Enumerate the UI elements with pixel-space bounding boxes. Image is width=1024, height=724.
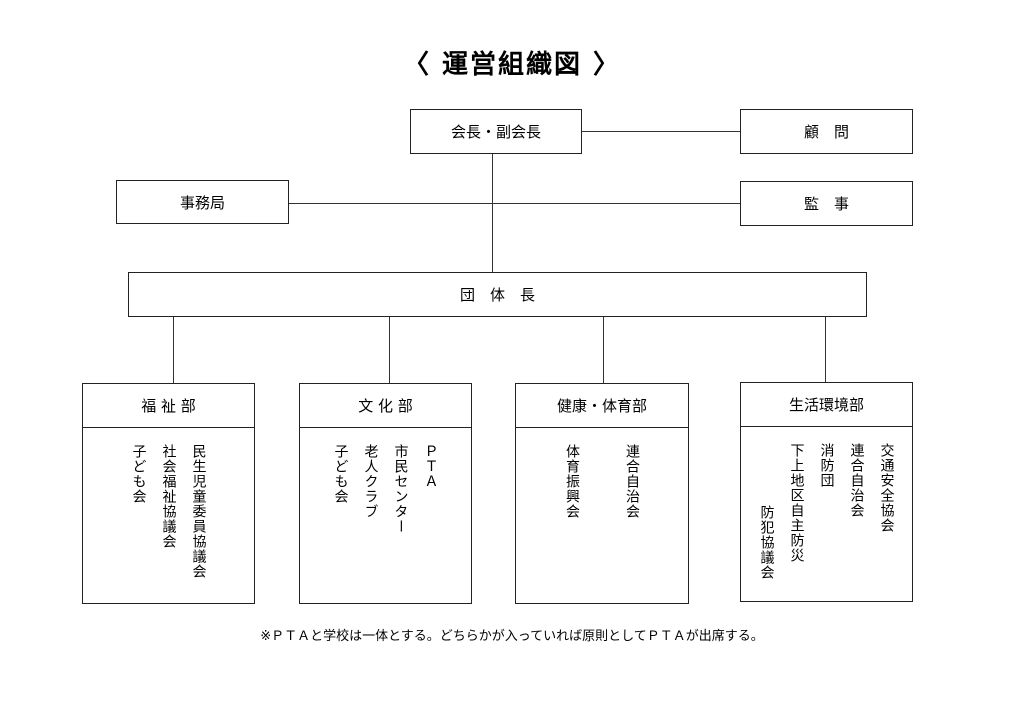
dept-culture: 文 化 部 ＰＴＡ 市民センター 老人クラブ 子ども会 bbox=[299, 383, 472, 604]
secretariat-label: 事務局 bbox=[179, 193, 225, 212]
dept-health-sports-members: 連合自治会 体育振興会 bbox=[516, 428, 688, 519]
member: 体育振興会 bbox=[564, 444, 580, 519]
connector-president-grouphead bbox=[492, 154, 493, 272]
group-head-box: 団 体 長 bbox=[128, 272, 867, 317]
dept-living-environment: 生活環境部 交通安全協会 連合自治会 消防団 下上地区自主防災 防犯協議会 bbox=[740, 382, 913, 602]
page-title: 〈 運営組織図 〉 bbox=[402, 50, 622, 80]
dept-health-sports: 健康・体育部 連合自治会 体育振興会 bbox=[515, 383, 689, 604]
secretariat-box: 事務局 bbox=[116, 180, 289, 224]
connector-welfare bbox=[173, 317, 174, 383]
member: 老人クラブ bbox=[362, 444, 379, 519]
member: 市民センター bbox=[392, 444, 409, 534]
member: 子ども会 bbox=[332, 444, 349, 504]
member: 連合自治会 bbox=[848, 443, 865, 518]
member: 消防団 bbox=[818, 443, 835, 488]
dept-welfare-members: 民生児童委員協議会 社会福祉協議会 子ども会 bbox=[83, 428, 254, 579]
connector-president-advisor bbox=[582, 131, 740, 132]
group-head-label: 団 体 長 bbox=[459, 286, 535, 304]
member: 社会福祉協議会 bbox=[160, 444, 177, 549]
member: 下上地区自主防災 bbox=[788, 443, 805, 563]
connector-living bbox=[825, 317, 826, 382]
member: 交通安全協会 bbox=[878, 443, 895, 533]
dept-culture-members: ＰＴＡ 市民センター 老人クラブ 子ども会 bbox=[300, 428, 471, 534]
president-box: 会長・副会長 bbox=[410, 109, 582, 154]
advisor-label: 顧 問 bbox=[803, 123, 849, 141]
member: 子ども会 bbox=[130, 444, 147, 504]
connector-secretariat-auditor bbox=[289, 203, 740, 204]
dept-living-environment-title: 生活環境部 bbox=[741, 383, 912, 427]
dept-welfare: 福 祉 部 民生児童委員協議会 社会福祉協議会 子ども会 bbox=[82, 383, 255, 604]
auditor-box: 監 事 bbox=[740, 181, 913, 226]
president-label: 会長・副会長 bbox=[450, 123, 541, 141]
advisor-box: 顧 問 bbox=[740, 109, 913, 154]
member: 民生児童委員協議会 bbox=[190, 444, 207, 579]
dept-living-environment-members: 交通安全協会 連合自治会 消防団 下上地区自主防災 防犯協議会 bbox=[741, 427, 912, 580]
member: 連合自治会 bbox=[624, 444, 640, 519]
dept-health-sports-title: 健康・体育部 bbox=[516, 384, 688, 428]
footnote: ※ＰＴＡと学校は一体とする。どちらかが入っていれば原則としてＰＴＡが出席する。 bbox=[260, 629, 764, 644]
member: ＰＴＡ bbox=[422, 444, 439, 489]
connector-health bbox=[603, 317, 604, 383]
dept-culture-title: 文 化 部 bbox=[300, 384, 471, 428]
auditor-label: 監 事 bbox=[803, 195, 849, 213]
member: 防犯協議会 bbox=[758, 505, 775, 580]
connector-culture bbox=[389, 317, 390, 383]
dept-welfare-title: 福 祉 部 bbox=[83, 384, 254, 428]
